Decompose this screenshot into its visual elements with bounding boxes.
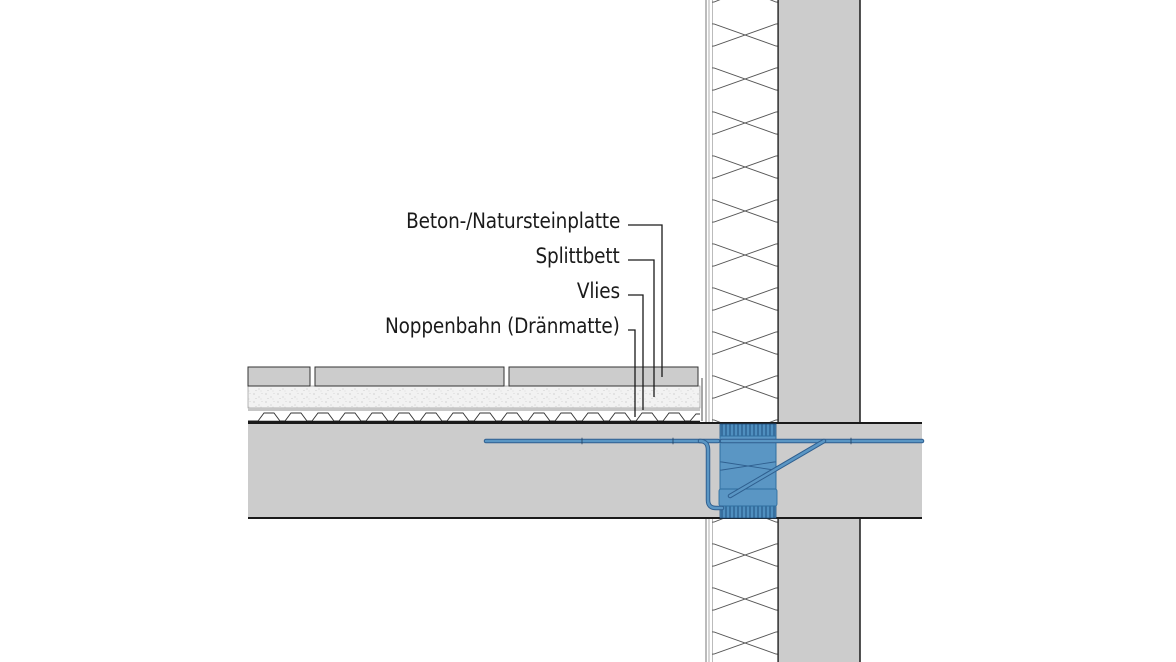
leader-gravel: [628, 259, 655, 397]
label-fleece: Vlies: [576, 279, 620, 303]
gravel-bed: [247, 385, 701, 409]
reinforcement-bars: [483, 437, 925, 511]
label-drainage-mat: Noppenbahn (Dränmatte): [385, 314, 620, 338]
concrete-wall-upper: [777, 0, 861, 424]
insulation-layer: [712, 0, 778, 662]
concrete-floor-slab: [248, 422, 922, 519]
leader-slab: [628, 224, 663, 377]
concrete-wall-lower: [777, 518, 861, 662]
label-gravel-bed: Splittbett: [535, 244, 620, 268]
paving-slabs: [247, 366, 699, 387]
leader-drain: [628, 329, 636, 417]
label-paving-slab: Beton-/Natursteinplatte: [405, 209, 620, 233]
leader-lines: [628, 224, 663, 417]
leader-fleece: [628, 294, 644, 410]
